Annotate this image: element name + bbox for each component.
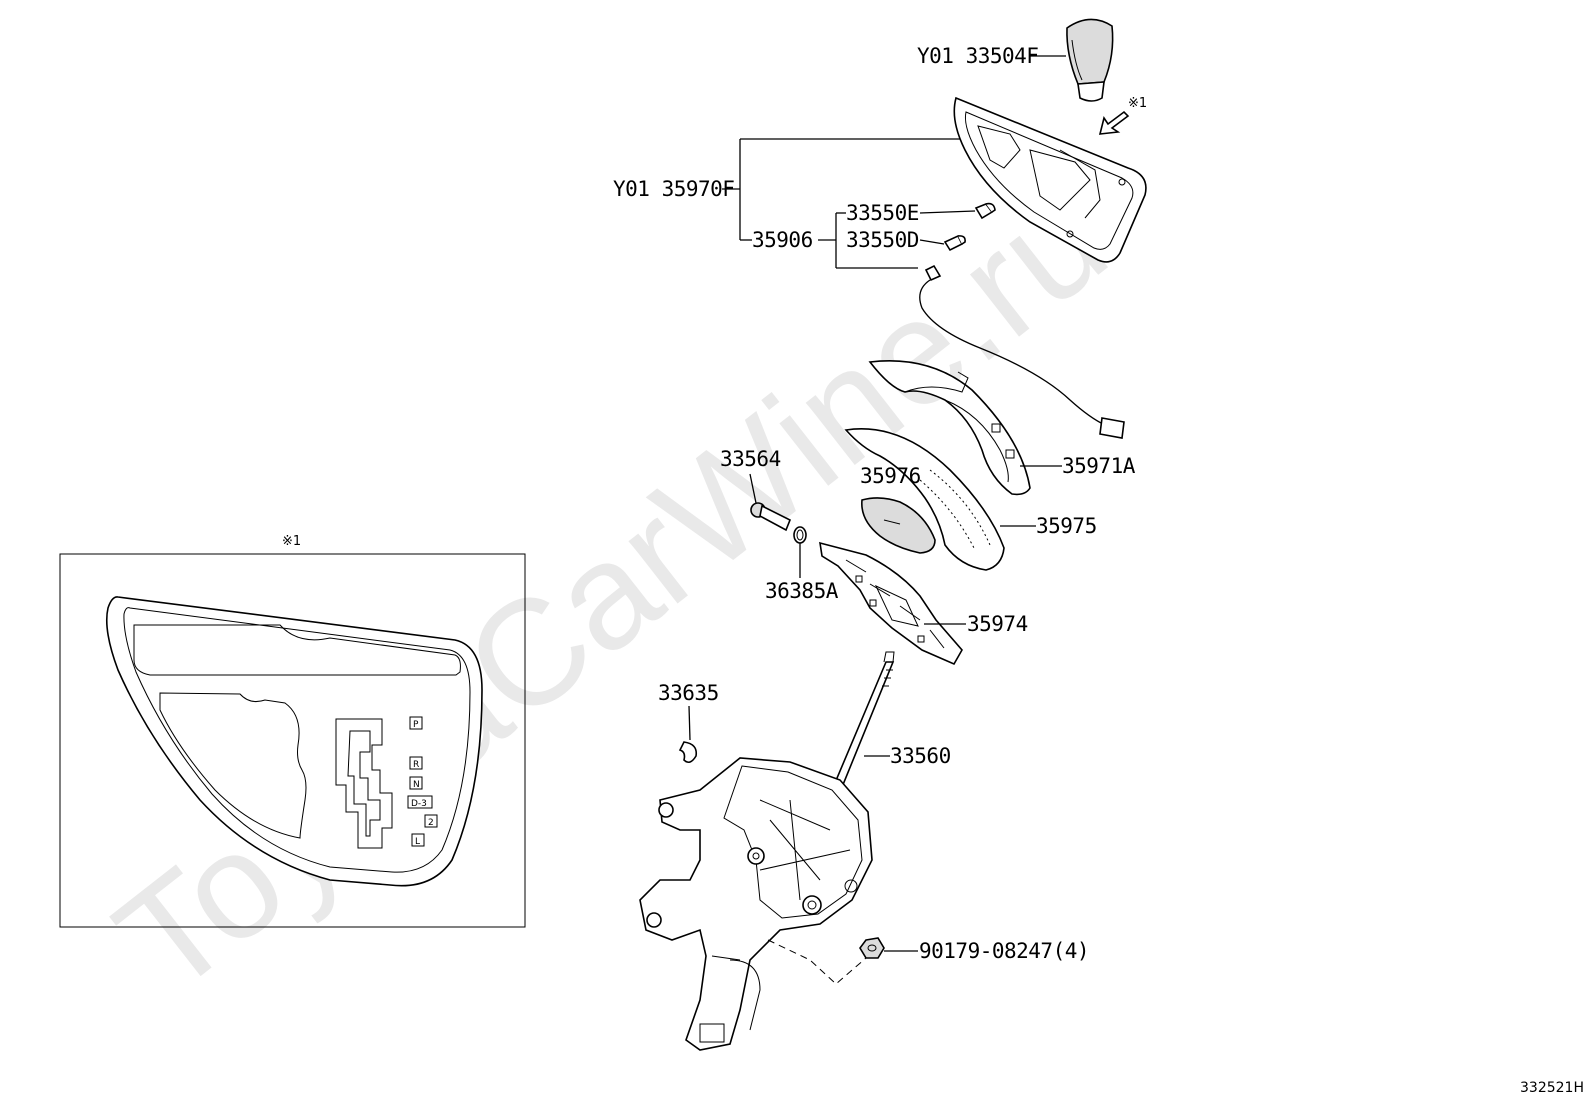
shift-indicator-housing bbox=[953, 96, 1147, 263]
label-bulb-e: 33550E bbox=[846, 201, 919, 225]
label-36385a: 36385A bbox=[765, 579, 839, 603]
slide-bracket-35974 bbox=[819, 541, 963, 666]
diagram-code: 332521H bbox=[1520, 1080, 1584, 1096]
disc-35976 bbox=[861, 497, 936, 554]
shift-knob-part bbox=[1066, 18, 1114, 102]
gear-label-d3: D-3 bbox=[411, 799, 427, 809]
leader-bulb-e bbox=[919, 210, 976, 214]
gear-label-p: P bbox=[413, 720, 419, 730]
bulb-d-part bbox=[943, 234, 966, 252]
nut-90179 bbox=[859, 937, 885, 959]
spring-36385a bbox=[793, 526, 807, 544]
label-35976: 35976 bbox=[860, 464, 921, 488]
view-arrow-icon bbox=[1098, 110, 1130, 135]
label-bulb-d: 33550D bbox=[846, 228, 919, 252]
indicator-plate-35971a bbox=[868, 360, 1031, 496]
label-nut: 90179-08247(4) bbox=[919, 939, 1089, 963]
bulb-e-part bbox=[974, 202, 996, 220]
label-35974: 35974 bbox=[967, 612, 1028, 636]
gear-label-l: L bbox=[415, 837, 420, 847]
clip-33635 bbox=[678, 741, 698, 764]
gate-plate-illustration bbox=[105, 596, 483, 887]
inset-box bbox=[59, 553, 526, 928]
label-35975: 35975 bbox=[1036, 514, 1097, 538]
wire-harness-part bbox=[919, 264, 1125, 439]
plate-35975 bbox=[844, 428, 1005, 571]
leader-33564 bbox=[749, 473, 757, 504]
gear-label-n: N bbox=[413, 780, 420, 790]
gear-label-r: R bbox=[413, 760, 419, 770]
label-33560: 33560 bbox=[890, 744, 951, 768]
label-33635: 33635 bbox=[658, 681, 719, 705]
label-knob: Y01 33504F bbox=[917, 44, 1038, 68]
label-cover-assy: Y01 35970F bbox=[613, 177, 734, 201]
watermark-text: ToyotaCarWine.ru bbox=[86, 154, 1135, 1025]
bracket-sub-assy bbox=[818, 212, 918, 269]
leader-33635 bbox=[688, 705, 691, 741]
gear-indicator-column: P R N D-3 2 L bbox=[407, 716, 438, 847]
label-35971a: 35971A bbox=[1062, 454, 1136, 478]
bracket-cover-assy bbox=[722, 138, 960, 241]
gear-label-2: 2 bbox=[428, 818, 434, 828]
label-33564: 33564 bbox=[720, 447, 781, 471]
shift-lever-assy-33560 bbox=[639, 651, 895, 1051]
inset-mark: ※1 bbox=[282, 534, 301, 549]
nut-dashed-path bbox=[767, 939, 867, 985]
view-mark: ※1 bbox=[1128, 96, 1147, 111]
leader-bulb-d bbox=[919, 239, 945, 245]
label-sub-assy: 35906 bbox=[752, 228, 813, 252]
pin-33564 bbox=[750, 502, 792, 532]
